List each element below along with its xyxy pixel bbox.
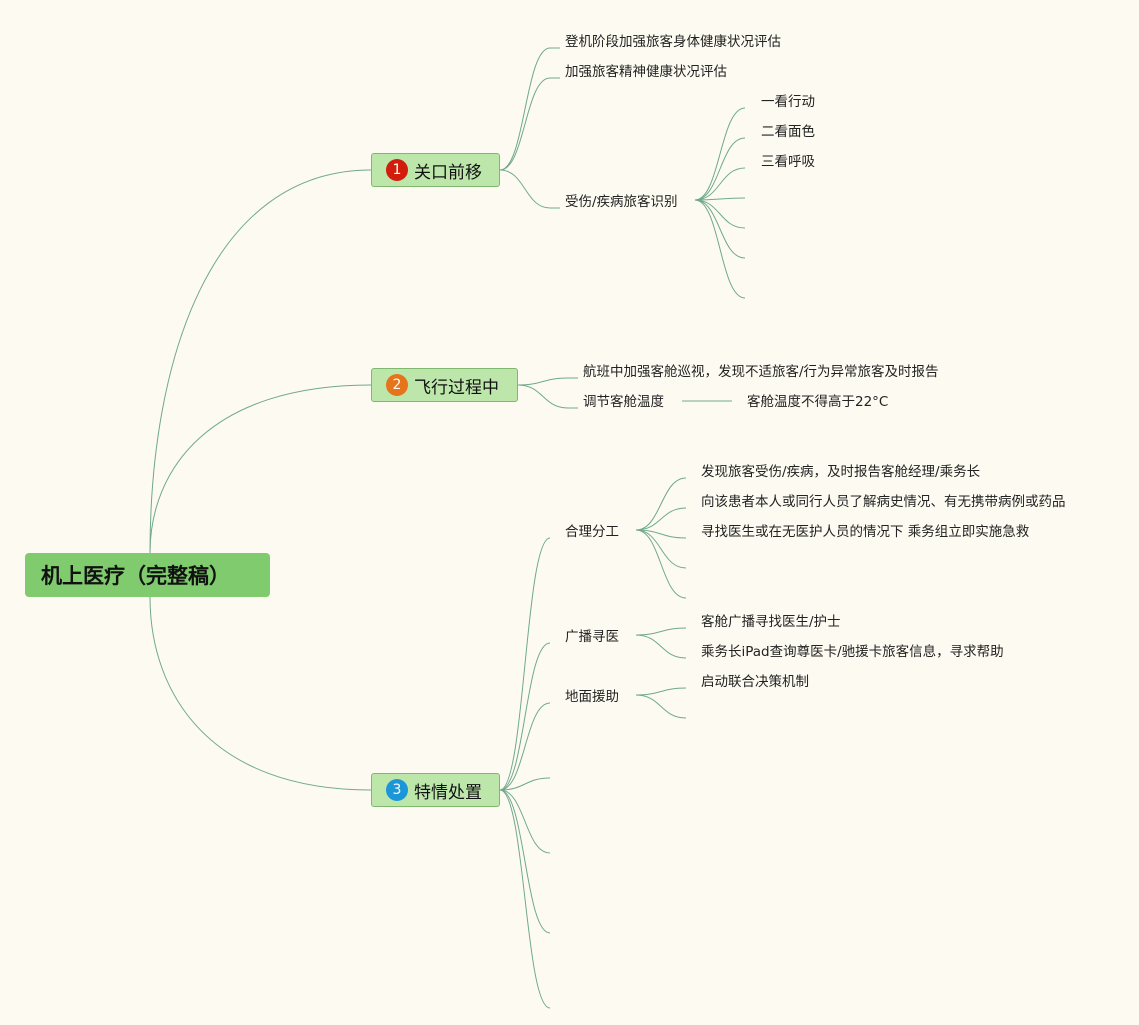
root-topic[interactable]: 机上医疗（完整稿） (25, 553, 270, 597)
identification-child-line-1 (694, 137, 746, 201)
identification-child-line-6 (694, 199, 746, 299)
ground-child-line-1 (635, 694, 687, 719)
branch-3-child-line-6 (499, 789, 551, 1009)
subtopic-joint-decision-mechanism[interactable]: 启动联合决策机制 (701, 674, 809, 690)
number-badge-2: 2 (386, 374, 408, 396)
branch-1-child-line-0 (499, 47, 551, 171)
branch-3-child-line-4 (499, 789, 551, 854)
topic-boarding-health-assessment[interactable]: 登机阶段加强旅客身体健康状况评估 (565, 34, 781, 50)
topic-mental-health-assessment[interactable]: 加强旅客精神健康状况评估 (565, 64, 727, 80)
subtopic-ask-medical-history[interactable]: 向该患者本人或同行人员了解病史情况、有无携带病例或药品 (701, 494, 1066, 510)
branch-1-child-line-2 (499, 169, 551, 209)
subtopic-find-doctor-first-aid[interactable]: 寻找医生或在无医护人员的情况下 乘务组立即实施急救 (701, 524, 1030, 540)
root-to-branch-1-line (149, 169, 372, 554)
subtopic-temperature-limit[interactable]: 客舱温度不得高于22°C (747, 394, 889, 410)
root-to-branch-2-line (149, 384, 372, 554)
topic-cabin-temperature[interactable]: 调节客舱温度 (583, 394, 664, 410)
division-child-line-1 (635, 507, 687, 531)
division-child-line-0 (635, 477, 687, 531)
broadcast-child-line-0 (635, 627, 687, 636)
subtopic-report-to-purser[interactable]: 发现旅客受伤/疾病，及时报告客舱经理/乘务长 (701, 464, 981, 480)
topic-injured-passenger-identification[interactable]: 受伤/疾病旅客识别 (565, 194, 678, 210)
branch-3-child-line-3 (499, 777, 551, 791)
identification-child-line-5 (694, 199, 746, 259)
subtopic-ipad-lookup[interactable]: 乘务长iPad查询尊医卡/驰援卡旅客信息，寻求帮助 (701, 644, 1004, 660)
branch-3-child-line-1 (499, 642, 551, 791)
identification-child-line-2 (694, 167, 746, 201)
branch-1[interactable]: 1 关口前移 (371, 153, 500, 187)
subtopic-observe-complexion[interactable]: 二看面色 (761, 124, 815, 140)
identification-child-line-3 (694, 197, 746, 201)
subtopic-observe-breathing[interactable]: 三看呼吸 (761, 154, 815, 170)
topic-division-of-labor[interactable]: 合理分工 (565, 524, 619, 540)
branch-3[interactable]: 3 特情处置 (371, 773, 500, 807)
number-badge-3: 3 (386, 779, 408, 801)
branch-3-child-line-5 (499, 789, 551, 934)
topic-ground-assistance[interactable]: 地面援助 (565, 689, 619, 705)
branch-2-child-line-0 (517, 377, 569, 386)
division-child-line-4 (635, 529, 687, 599)
topic-cabin-patrol[interactable]: 航班中加强客舱巡视，发现不适旅客/行为异常旅客及时报告 (583, 364, 939, 380)
branch-1-child-line-1 (499, 77, 551, 171)
branch-1-label: 关口前移 (414, 162, 482, 183)
number-badge-1: 1 (386, 159, 408, 181)
subtopic-cabin-broadcast[interactable]: 客舱广播寻找医生/护士 (701, 614, 841, 630)
root-topic-label: 机上医疗（完整稿） (41, 564, 230, 588)
identification-child-line-0 (694, 107, 746, 201)
branch-3-child-line-2 (499, 702, 551, 791)
root-to-branch-3-line (149, 596, 372, 791)
branch-3-label: 特情处置 (414, 782, 482, 803)
topic-broadcast-for-doctor[interactable]: 广播寻医 (565, 629, 619, 645)
broadcast-child-line-1 (635, 634, 687, 659)
branch-2[interactable]: 2 飞行过程中 (371, 368, 518, 402)
branch-2-label: 飞行过程中 (414, 377, 499, 398)
branch-3-child-line-0 (499, 537, 551, 791)
division-child-line-3 (635, 529, 687, 569)
branch-2-child-line-1 (517, 384, 569, 409)
ground-child-line-0 (635, 687, 687, 696)
identification-child-line-4 (694, 199, 746, 229)
subtopic-observe-movement[interactable]: 一看行动 (761, 94, 815, 110)
